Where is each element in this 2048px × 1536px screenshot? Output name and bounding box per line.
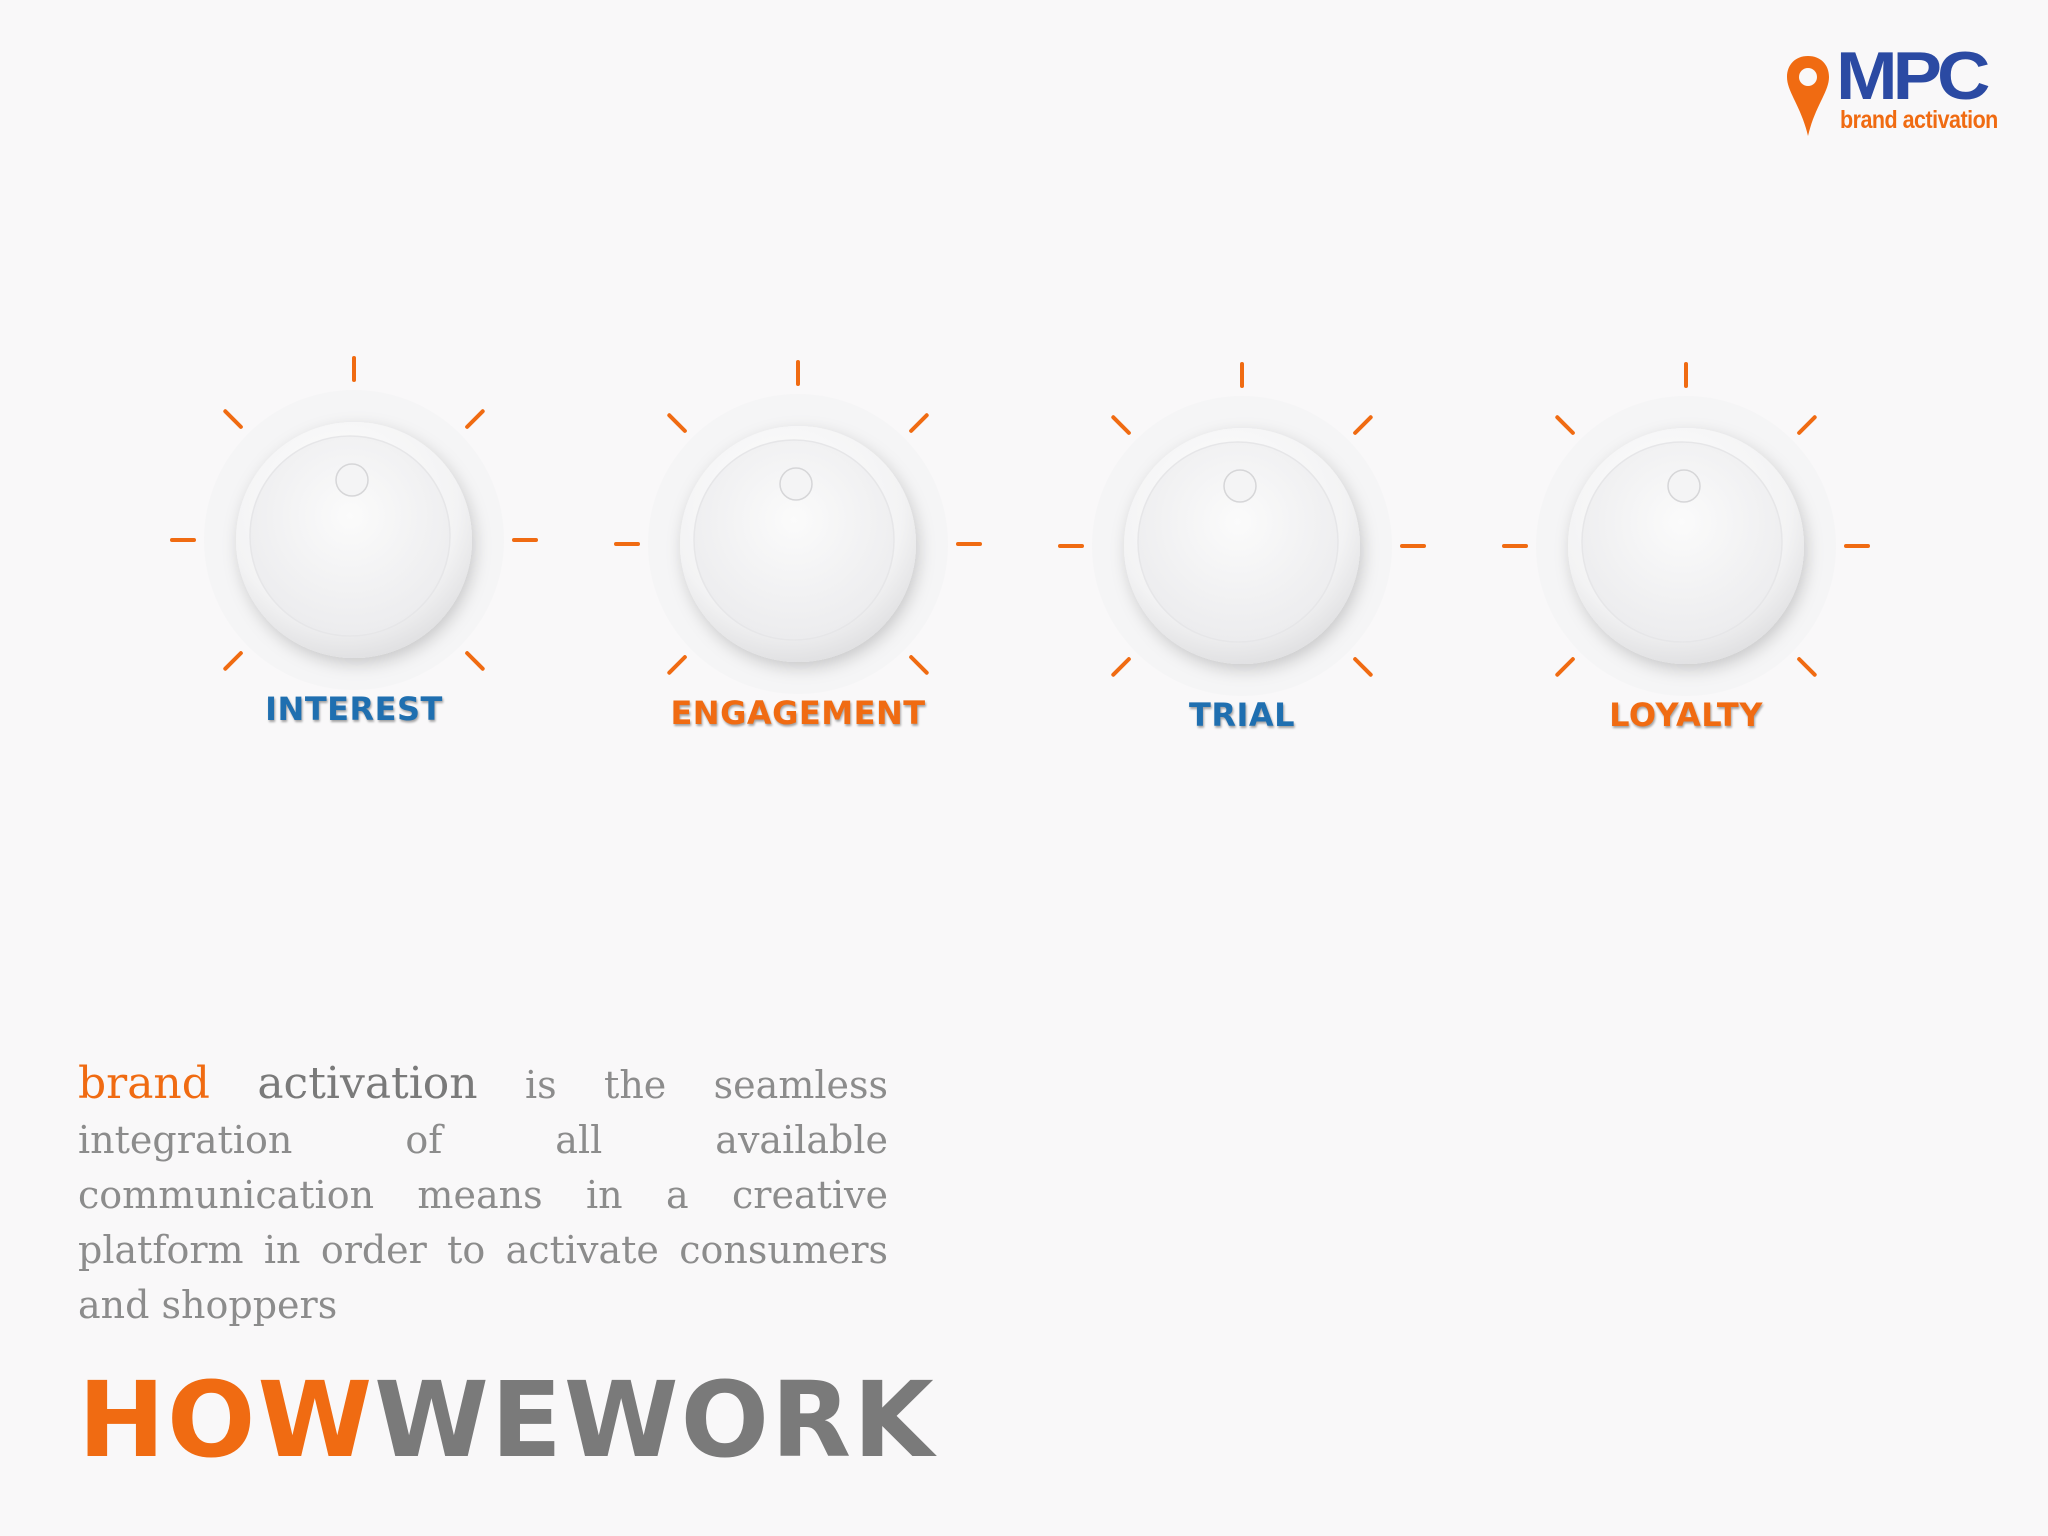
- dial-label: INTEREST: [265, 690, 443, 728]
- knob-icon: [1502, 362, 1870, 696]
- tagline-text: is the seamless integration of all avail…: [78, 1063, 888, 1327]
- knob-icon: [614, 360, 982, 694]
- logo-mark: MPC: [1836, 37, 1990, 114]
- knob-icon: [170, 356, 538, 690]
- mpc-logo: MPC brand activation: [1784, 42, 2010, 138]
- dial-label: TRIAL: [1188, 696, 1296, 734]
- dial-trial: TRIAL: [1032, 346, 1452, 786]
- dial-row: INTEREST ENGAGEMENT TRIAL LOYALTY: [144, 340, 1896, 786]
- tagline-paragraph: brand activation is the seamless integra…: [78, 1056, 888, 1333]
- page-title: HOWWEWORK: [78, 1368, 936, 1472]
- tagline-brand: brand: [78, 1058, 210, 1109]
- knob-icon: [1058, 362, 1426, 696]
- dial-interest: INTEREST: [144, 340, 564, 780]
- title-how: HOW: [78, 1359, 375, 1481]
- map-pin-icon: [1787, 56, 1829, 136]
- dial-label: ENGAGEMENT: [670, 694, 926, 732]
- title-wework: WEWORK: [374, 1359, 936, 1481]
- dial-label: LOYALTY: [1609, 696, 1763, 734]
- tagline-activation: activation: [257, 1058, 478, 1109]
- logo-subtitle: brand activation: [1840, 106, 1998, 134]
- dial-loyalty: LOYALTY: [1476, 346, 1896, 786]
- dial-engagement: ENGAGEMENT: [588, 344, 1008, 784]
